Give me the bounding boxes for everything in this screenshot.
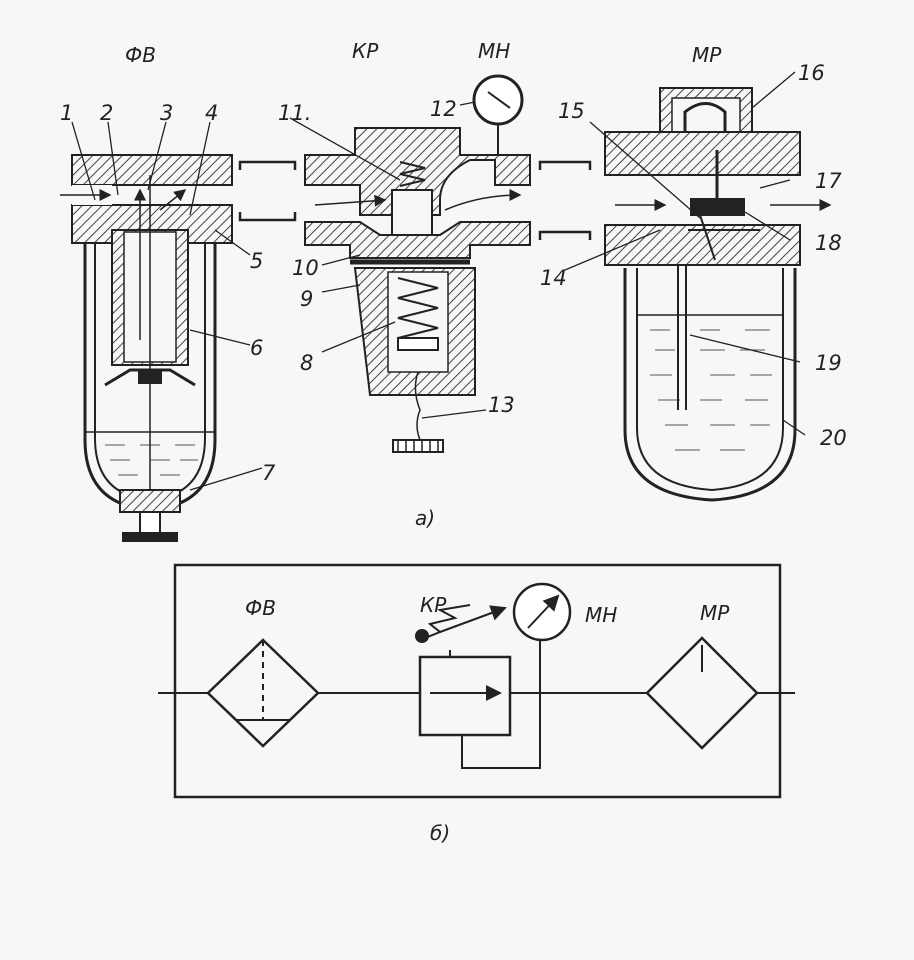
- part-20: 20: [820, 426, 847, 450]
- part-10: 10: [292, 256, 319, 280]
- leader-lines: [71, 71, 806, 491]
- part-11: 11.: [278, 101, 311, 125]
- part-7: 7: [262, 461, 276, 485]
- part-13: 13: [488, 393, 515, 417]
- part-14: 14: [540, 266, 567, 290]
- pressure-regulator-unit: [304, 74, 531, 453]
- schematic-frame: [173, 563, 782, 799]
- label-mr-bottom: МР: [700, 601, 730, 625]
- part-12: 12: [430, 97, 457, 121]
- gauge-symbol: [512, 582, 572, 642]
- filter-symbol: [206, 638, 320, 748]
- lubricator-unit: [604, 87, 832, 502]
- regulator-symbol: [415, 604, 541, 769]
- label-fv-bottom: ФВ: [245, 596, 276, 620]
- filter-unit: [60, 154, 233, 542]
- part-9: 9: [300, 287, 313, 311]
- schematic-diagram: ФВ КР МН МР: [158, 563, 795, 799]
- part-8: 8: [300, 351, 313, 375]
- part-15: 15: [558, 99, 585, 123]
- part-17: 17: [815, 169, 842, 193]
- part-16: 16: [798, 61, 825, 85]
- caption-b: б): [430, 821, 450, 845]
- part-6: 6: [250, 336, 263, 360]
- label-mr-top: МР: [692, 43, 722, 67]
- part-4: 4: [205, 101, 218, 125]
- label-mn-bottom: МН: [585, 603, 617, 627]
- part-18: 18: [815, 231, 842, 255]
- caption-a: а): [415, 506, 435, 530]
- pipe-connectors: [238, 160, 592, 240]
- part-3: 3: [160, 101, 173, 125]
- part-2: 2: [100, 101, 113, 125]
- part-1: 1: [60, 101, 73, 125]
- label-mn-top: МН: [478, 39, 510, 63]
- label-fv-top: ФВ: [125, 43, 156, 67]
- part-19: 19: [815, 351, 842, 375]
- label-kr-bottom: КР: [420, 593, 447, 617]
- part-5: 5: [250, 249, 263, 273]
- lubricator-symbol: [645, 636, 759, 750]
- label-kr-top: КР: [352, 39, 379, 63]
